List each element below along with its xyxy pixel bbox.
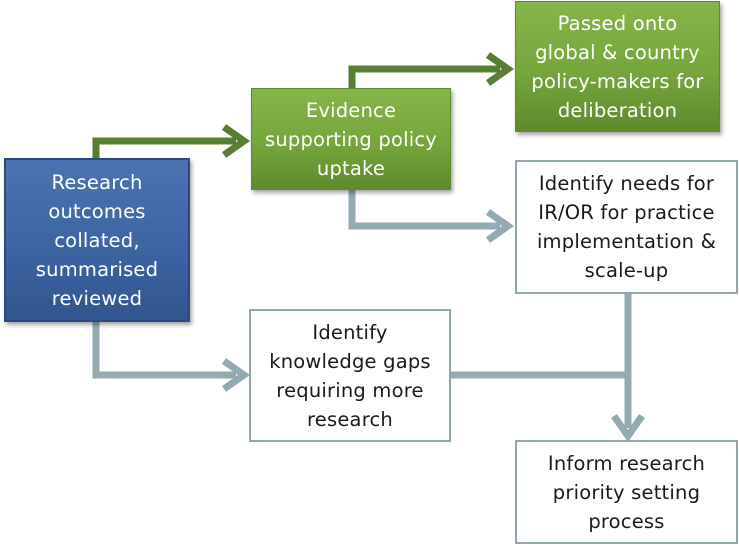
arrow-needs-to-priority [611,294,645,443]
identify-needs-label: Identify needs for IR/OR for practice im… [536,172,717,282]
policymakers-label: Passed onto global & country policy-make… [531,11,704,122]
identify-needs-box: Identify needs for IR/OR for practice im… [515,160,738,294]
arrow-evidence-to-policymakers [348,52,515,88]
policymakers-box: Passed onto global & country policy-make… [515,1,720,132]
research-outcomes-box: Research outcomes collated, summarised r… [4,158,190,322]
knowledge-gaps-box: Identify knowledge gaps requiring more r… [249,309,451,442]
evidence-policy-box: Evidence supporting policy uptake [251,88,451,190]
evidence-policy-label: Evidence supporting policy uptake [264,98,438,180]
inform-priority-box: Inform research priority setting process [515,440,738,544]
inform-priority-label: Inform research priority setting process [547,451,706,533]
research-outcomes-label: Research outcomes collated, summarised r… [35,170,159,310]
arrow-research-to-gaps [92,322,251,392]
arrow-evidence-to-needs [348,190,515,243]
knowledge-gaps-label: Identify knowledge gaps requiring more r… [269,320,431,431]
arrow-research-to-evidence [92,124,251,158]
